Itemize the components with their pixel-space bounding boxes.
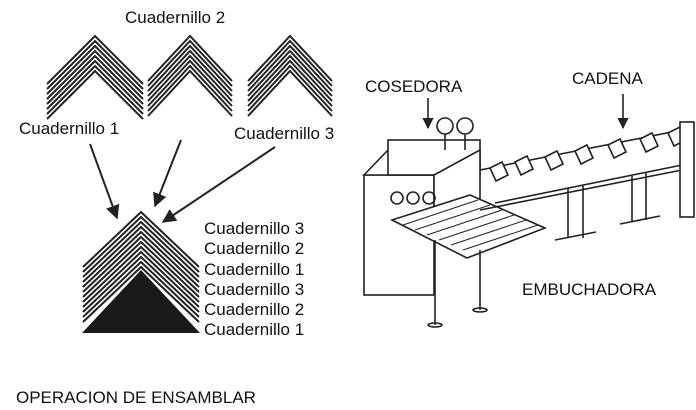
stack-order-item: Cuadernillo 3 <box>204 219 305 238</box>
stitch-head-1 <box>436 117 454 135</box>
chevron-line <box>247 69 333 117</box>
stack-order-item: Cuadernillo 2 <box>204 239 305 259</box>
chevron-line <box>147 49 233 97</box>
cosedora-label: COSEDORA <box>365 77 463 96</box>
gathering-unit <box>679 121 695 218</box>
cadena-label: CADENA <box>572 69 643 88</box>
chevron-line <box>82 210 200 268</box>
chevron-line <box>46 69 144 120</box>
chevron-line <box>82 265 200 323</box>
chevron-line <box>147 59 233 107</box>
roller-1 <box>390 191 404 205</box>
stack-order-item: Cuadernillo 1 <box>204 320 305 340</box>
stack-order-item: Cuadernillo 3 <box>204 279 305 299</box>
roller-3 <box>422 191 436 205</box>
embuchadora-label: EMBUCHADORA <box>522 280 657 299</box>
chevron-line <box>82 235 200 293</box>
stack-order-list: Cuadernillo 3 Cuadernillo 2 Cuadernillo … <box>204 219 304 341</box>
chevron-line <box>46 54 144 105</box>
chevron-line <box>247 34 333 82</box>
arrow-from-signature-3 <box>161 146 276 223</box>
chevron-line <box>247 59 333 107</box>
chevron-line <box>147 44 233 92</box>
chevron-line <box>82 225 200 283</box>
assembled-stack-base <box>82 270 200 333</box>
chevron-line <box>46 39 144 90</box>
chevron-line <box>247 39 333 87</box>
chevron-line <box>82 240 200 298</box>
stitch-head-2 <box>456 117 474 135</box>
chevron-line <box>46 59 144 110</box>
assembly-arrows <box>89 139 276 223</box>
delivery-conveyor <box>389 194 548 259</box>
chevron-line <box>46 34 144 85</box>
chevron-line <box>46 49 144 100</box>
chevron-line <box>46 64 144 115</box>
chevron-line <box>247 49 333 97</box>
signature-1-stack <box>46 34 144 120</box>
arrow-from-signature-1 <box>89 143 120 220</box>
chain-legs <box>554 173 661 241</box>
stack-order-item: Cuadernillo 2 <box>204 300 305 320</box>
chevron-line <box>247 44 333 92</box>
machine-drawing <box>362 94 695 328</box>
roller-2 <box>406 191 420 205</box>
arrow-from-signature-2 <box>153 139 182 208</box>
chevron-line <box>82 260 200 318</box>
assembled-stack <box>82 210 200 323</box>
stack-order-item: Cuadernillo 1 <box>204 259 305 279</box>
signature-3-label: Cuadernillo 3 <box>234 124 335 143</box>
chevron-line <box>147 54 233 102</box>
chevron-line <box>247 64 333 112</box>
chevron-line <box>147 39 233 87</box>
chevron-line <box>46 44 144 95</box>
chevron-line <box>82 215 200 273</box>
signature-2-label: Cuadernillo 2 <box>125 8 226 27</box>
signature-1-label: Cuadernillo 1 <box>19 119 120 138</box>
chevron-line <box>147 64 233 112</box>
conveyor-slats <box>402 199 539 251</box>
chevron-line <box>147 34 233 82</box>
figure-caption: OPERACION DE ENSAMBLAR <box>16 388 256 407</box>
chain-rail-bottom <box>479 167 693 211</box>
chevron-line <box>82 250 200 308</box>
chain-paddles <box>488 125 688 183</box>
chevron-line <box>82 255 200 313</box>
chevron-line <box>147 69 233 117</box>
chevron-line <box>82 245 200 303</box>
signature-2-stack <box>147 34 233 117</box>
chevron-line <box>82 220 200 278</box>
chevron-line <box>82 230 200 288</box>
signature-3-stack <box>247 34 333 117</box>
chevron-line <box>247 54 333 102</box>
